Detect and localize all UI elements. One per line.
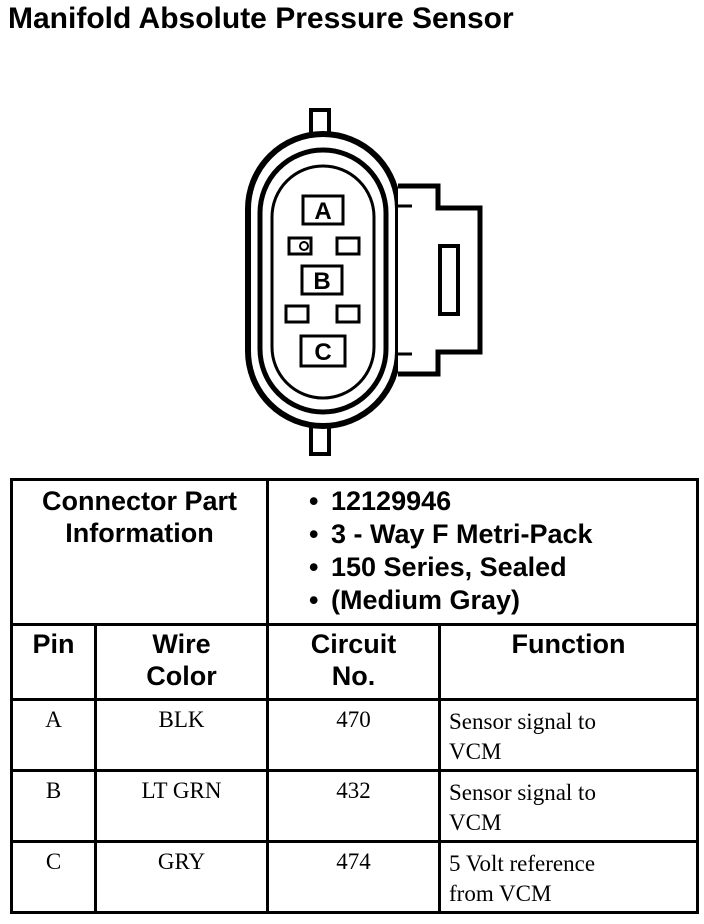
table-row: B LT GRN 432 Sensor signal to VCM <box>10 769 700 843</box>
pin-c-label: C <box>314 339 331 366</box>
col-header-circuit: Circuit No. <box>266 623 441 701</box>
terminal-right-1 <box>335 236 361 256</box>
part-description: 3 - Way F Metri-Pack <box>309 518 696 551</box>
part-description-cont: 150 Series, Sealed <box>309 551 696 584</box>
row-a-circuit: 470 <box>266 698 441 772</box>
connector-face <box>270 164 376 400</box>
part-info-row: Connector Part Information 12129946 3 - … <box>10 478 700 626</box>
row-b-wire-color: LT GRN <box>94 769 269 843</box>
row-b-function: Sensor signal to VCM <box>437 769 700 843</box>
part-number: 12129946 <box>309 485 696 518</box>
terminal-left-2 <box>284 304 310 324</box>
pin-a-label: A <box>314 198 331 225</box>
row-a-pin: A <box>10 698 97 772</box>
part-info-label-line2: Information <box>65 518 214 548</box>
row-c-circuit: 474 <box>266 840 441 914</box>
col-header-pin: Pin <box>10 623 97 701</box>
connector-diagram: A B C <box>245 108 483 456</box>
row-c-wire-color: GRY <box>94 840 269 914</box>
part-info-label: Connector Part Information <box>10 478 269 626</box>
pin-c-cavity <box>299 334 347 368</box>
row-a-function: Sensor signal to VCM <box>437 698 700 772</box>
page-title: Manifold Absolute Pressure Sensor <box>8 2 514 35</box>
pin-b-label: B <box>313 268 330 295</box>
pin-a-cavity <box>301 194 345 226</box>
table-row: A BLK 470 Sensor signal to VCM <box>10 698 700 772</box>
terminal-right-2 <box>335 304 361 324</box>
part-info-label-line1: Connector Part <box>41 486 238 516</box>
row-b-pin: B <box>10 769 97 843</box>
table-row: C GRY 474 5 Volt reference from VCM <box>10 840 700 914</box>
part-color: (Medium Gray) <box>309 584 696 617</box>
part-info-values: 12129946 3 - Way F Metri-Pack 150 Series… <box>265 478 700 626</box>
row-a-wire-color: BLK <box>94 698 269 772</box>
pin-b-cavity <box>300 264 344 296</box>
terminal-marker <box>299 241 309 251</box>
col-header-wire-color: Wire Color <box>94 623 269 701</box>
column-header-row: Pin Wire Color Circuit No. Function <box>10 623 700 701</box>
row-c-function: 5 Volt reference from VCM <box>437 840 700 914</box>
connector-housing-ring <box>257 147 389 415</box>
connector-info-table: Connector Part Information 12129946 3 - … <box>10 478 700 914</box>
latch-window <box>438 244 460 316</box>
row-b-circuit: 432 <box>266 769 441 843</box>
col-header-function: Function <box>437 623 700 701</box>
row-c-pin: C <box>10 840 97 914</box>
